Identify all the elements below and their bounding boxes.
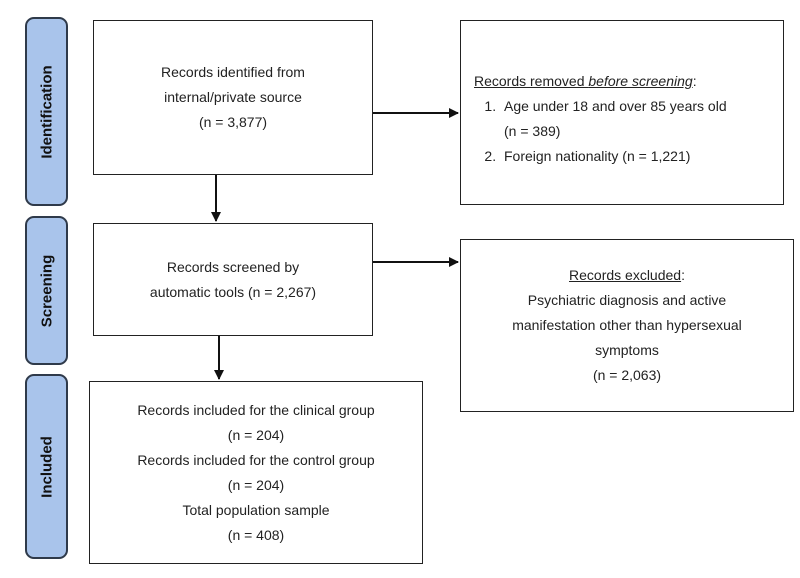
removed-item-nationality: Foreign nationality (n = 1,221)	[500, 144, 777, 169]
excluded-line1: Psychiatric diagnosis and active	[527, 292, 727, 308]
removed-item-nationality-text: Foreign nationality (n = 1,221)	[504, 148, 691, 164]
stage-identification: Identification	[25, 17, 68, 206]
excluded-title-text: Records excluded	[569, 267, 682, 283]
records-included-box: Records included for the clinical group …	[89, 381, 423, 564]
removed-item-age: Age under 18 and over 85 years old (n = …	[500, 94, 777, 144]
removed-title-italic: before screening	[588, 73, 693, 89]
excluded-title: Records excluded:	[461, 263, 793, 288]
screened-line2: automatic tools (n = 2,267)	[149, 283, 317, 300]
records-identified-box: Records identified from internal/private…	[93, 20, 373, 175]
excluded-line3: symptoms	[595, 342, 659, 358]
screened-line1: Records screened by	[166, 258, 300, 275]
identified-count: (n = 3,877)	[198, 114, 268, 130]
removed-title-end: :	[692, 73, 697, 89]
stage-screening: Screening	[25, 216, 68, 365]
records-excluded-box: Records excluded: Psychiatric diagnosis …	[460, 239, 794, 412]
removed-list: Age under 18 and over 85 years old (n = …	[474, 94, 777, 169]
included-clinical: Records included for the clinical group	[137, 401, 375, 418]
removed-item-age-text: Age under 18 and over 85 years old	[504, 98, 727, 114]
identified-line2: internal/private source	[164, 89, 302, 105]
included-control: Records included for the control group	[137, 451, 375, 468]
identified-line1: Records identified from	[161, 64, 305, 80]
records-screened-box: Records screened by automatic tools (n =…	[93, 223, 373, 336]
stage-included: Included	[25, 374, 68, 559]
removed-title-start: Records removed	[474, 73, 589, 89]
excluded-count: (n = 2,063)	[592, 367, 662, 383]
removed-title: Records removed before screening:	[474, 69, 777, 94]
excluded-line2: manifestation other than hypersexual	[512, 317, 742, 333]
included-total: Total population sample	[182, 501, 330, 518]
included-total-count: (n = 408)	[227, 526, 285, 543]
included-clinical-count: (n = 204)	[227, 426, 285, 443]
excluded-title-end: :	[681, 267, 685, 283]
removed-item-age-count: (n = 389)	[504, 123, 561, 139]
records-removed-box: Records removed before screening: Age un…	[460, 20, 784, 205]
included-control-count: (n = 204)	[227, 476, 285, 493]
